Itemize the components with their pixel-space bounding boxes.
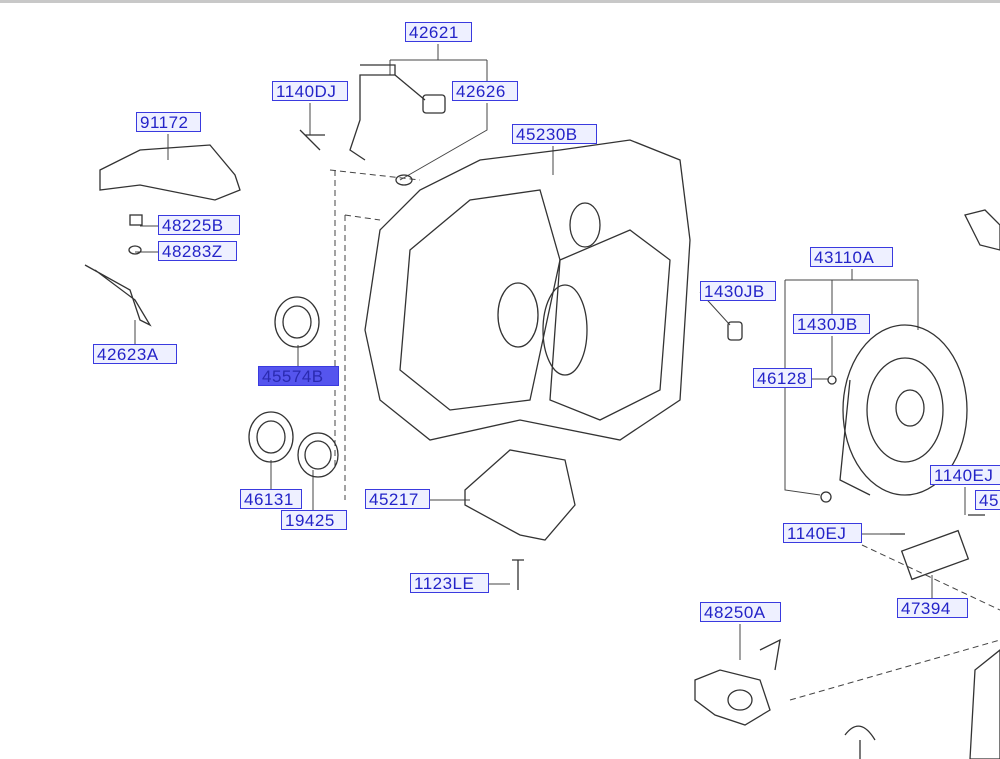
part-label-45217[interactable]: 45217 bbox=[365, 489, 430, 509]
part-label-48283Z[interactable]: 48283Z bbox=[158, 241, 237, 261]
part-label-48250A[interactable]: 48250A bbox=[700, 602, 781, 622]
part-label-45230B[interactable]: 45230B bbox=[512, 124, 597, 144]
part-label-48225B[interactable]: 48225B bbox=[158, 215, 240, 235]
part-label-45574B-selected[interactable]: 45574B bbox=[258, 366, 339, 386]
part-label-46131[interactable]: 46131 bbox=[240, 489, 302, 509]
part-label-1123LE[interactable]: 1123LE bbox=[410, 573, 489, 593]
part-label-42626[interactable]: 42626 bbox=[452, 81, 518, 101]
part-label-43110A[interactable]: 43110A bbox=[810, 247, 893, 267]
part-label-1430JB[interactable]: 1430JB bbox=[700, 281, 776, 301]
part-label-45-partial[interactable]: 45 bbox=[975, 490, 1000, 510]
part-label-1430JB[interactable]: 1430JB bbox=[793, 314, 870, 334]
part-label-1140EJ[interactable]: 1140EJ bbox=[783, 523, 862, 543]
part-label-19425[interactable]: 19425 bbox=[281, 510, 347, 530]
top-border bbox=[0, 0, 1000, 3]
part-label-42623A[interactable]: 42623A bbox=[93, 344, 177, 364]
part-label-46128[interactable]: 46128 bbox=[753, 368, 812, 388]
part-label-1140EJ[interactable]: 1140EJ bbox=[930, 465, 1000, 485]
part-label-91172[interactable]: 91172 bbox=[136, 112, 201, 132]
part-label-47394[interactable]: 47394 bbox=[897, 598, 968, 618]
part-label-42621[interactable]: 42621 bbox=[405, 22, 472, 42]
part-label-1140DJ[interactable]: 1140DJ bbox=[272, 81, 348, 101]
